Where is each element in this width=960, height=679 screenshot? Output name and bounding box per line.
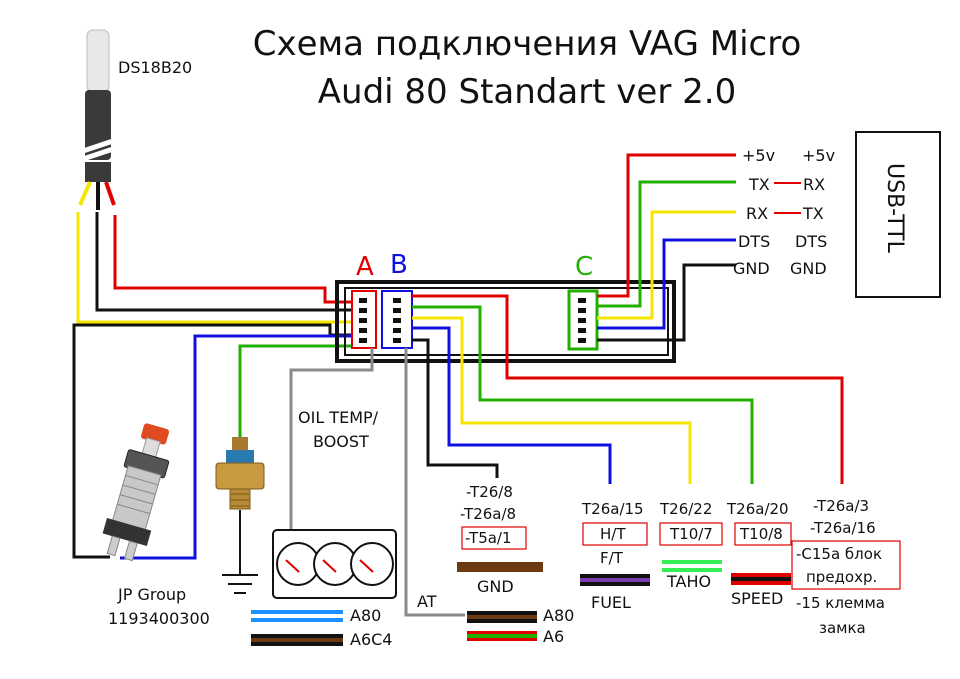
oil-gray-wire (289, 348, 374, 530)
gnd-label: GND (477, 577, 514, 596)
usb-pin-right-gnd: GND (790, 259, 827, 278)
button-label-2: 1193400300 (108, 609, 210, 628)
speed-label: SPEED (731, 589, 783, 608)
usb-ttl-label: USB-TTL (882, 163, 907, 254)
legend-right-a6-swatch (467, 631, 537, 641)
gauges-icon (272, 529, 397, 599)
taho-pin-2: T10/7 (669, 525, 713, 543)
fuel-label: FUEL (591, 593, 631, 612)
usb-pin-left-rx: RX (746, 204, 768, 223)
fuel-pin-1: T26a/15 (581, 500, 644, 518)
power-pin-4: предохр. (806, 568, 877, 586)
connector-a (351, 290, 377, 349)
title-line-1: Схема подключения VAG Micro (253, 24, 802, 64)
power-pin-3: -C15a блок (796, 545, 882, 563)
legend-right-a80-label: A80 (543, 606, 574, 625)
taho-pin-1: T26/22 (659, 500, 712, 518)
ground-icon (222, 510, 258, 594)
legend-left-a6c4-swatch (251, 634, 343, 646)
gnd-wire-swatch (457, 562, 543, 572)
legend-left-a6c4-label: A6C4 (350, 630, 392, 649)
usb-5v-wire (597, 153, 736, 298)
usb-pin-right-tx: TX (802, 204, 824, 223)
usb-rx-wire (597, 210, 736, 320)
title-line-2: Audi 80 Standart ver 2.0 (318, 72, 736, 112)
connector-a-label: A (356, 252, 374, 282)
usb-pin-right-5v: +5v (802, 146, 835, 165)
sensor-red-wire (113, 215, 352, 304)
taho-wire-swatch (662, 560, 722, 572)
at-gray-wire (404, 348, 465, 617)
usb-pin-left-dts: DTS (738, 232, 770, 251)
legend-right-a6-label: A6 (543, 627, 564, 646)
usb-pin-left-5v: +5v (742, 146, 775, 165)
speed-green-wire (412, 305, 754, 484)
speed-pin-1: T26a/20 (726, 500, 789, 518)
connector-b (381, 290, 413, 349)
sensor-black-wire (95, 212, 352, 312)
legend-left-a80-label: A80 (350, 606, 381, 625)
usb-tx-wire (597, 180, 736, 308)
usb-pin-left-gnd: GND (733, 259, 770, 278)
button-label-1: JP Group (117, 585, 186, 604)
oil-temp-label-1: OIL TEMP/ (298, 408, 379, 427)
oil-sensor-green-wire (238, 344, 352, 440)
usb-ttl-module (855, 131, 941, 298)
at-label: AT (417, 592, 437, 611)
gnd-pin-3: -T5a/1 (465, 529, 512, 547)
power-pin-2: -T26a/16 (810, 519, 876, 537)
oil-sensor-icon (215, 437, 265, 510)
usb-gnd-wire (597, 263, 736, 342)
button-blue-wire (120, 334, 352, 560)
fuel-blue-wire (412, 326, 612, 484)
power-pin-6: замка (819, 619, 866, 637)
taho-yellow-wire (412, 316, 692, 484)
usb-pin-right-dts: DTS (795, 232, 827, 251)
sensor-yellow-wire (76, 212, 352, 324)
connector-b-label: B (390, 250, 408, 280)
power-pin-1: -T26a/3 (813, 497, 869, 515)
oil-temp-label-2: BOOST (313, 432, 369, 451)
sensor-label: DS18B20 (118, 58, 192, 77)
legend-left-a80-swatch (251, 610, 343, 622)
usb-pin-right-rx: RX (803, 175, 825, 194)
connector-c-label: C (575, 252, 593, 282)
speed-pin-2: T10/8 (739, 525, 783, 543)
speed-wire-swatch (731, 573, 791, 585)
taho-label: TAHO (666, 572, 711, 591)
power-red-wire (412, 294, 844, 484)
usb-dts-wire (597, 238, 736, 330)
fuel-pin-2: H/T (600, 525, 626, 543)
push-button-icon (102, 423, 170, 562)
legend-right-a80-swatch (467, 611, 537, 623)
connector-c (567, 289, 599, 351)
gnd-pin-1: -T26/8 (466, 483, 513, 501)
fuel-wire-swatch (580, 574, 650, 586)
gnd-black-wire (412, 338, 499, 478)
ds18b20-sensor-icon (78, 29, 117, 210)
fuel-pin-3: F/T (600, 549, 624, 567)
gnd-pin-2: -T26a/8 (460, 505, 516, 523)
power-pin-5: -15 клемма (796, 594, 885, 612)
usb-pin-left-tx: TX (748, 175, 770, 194)
